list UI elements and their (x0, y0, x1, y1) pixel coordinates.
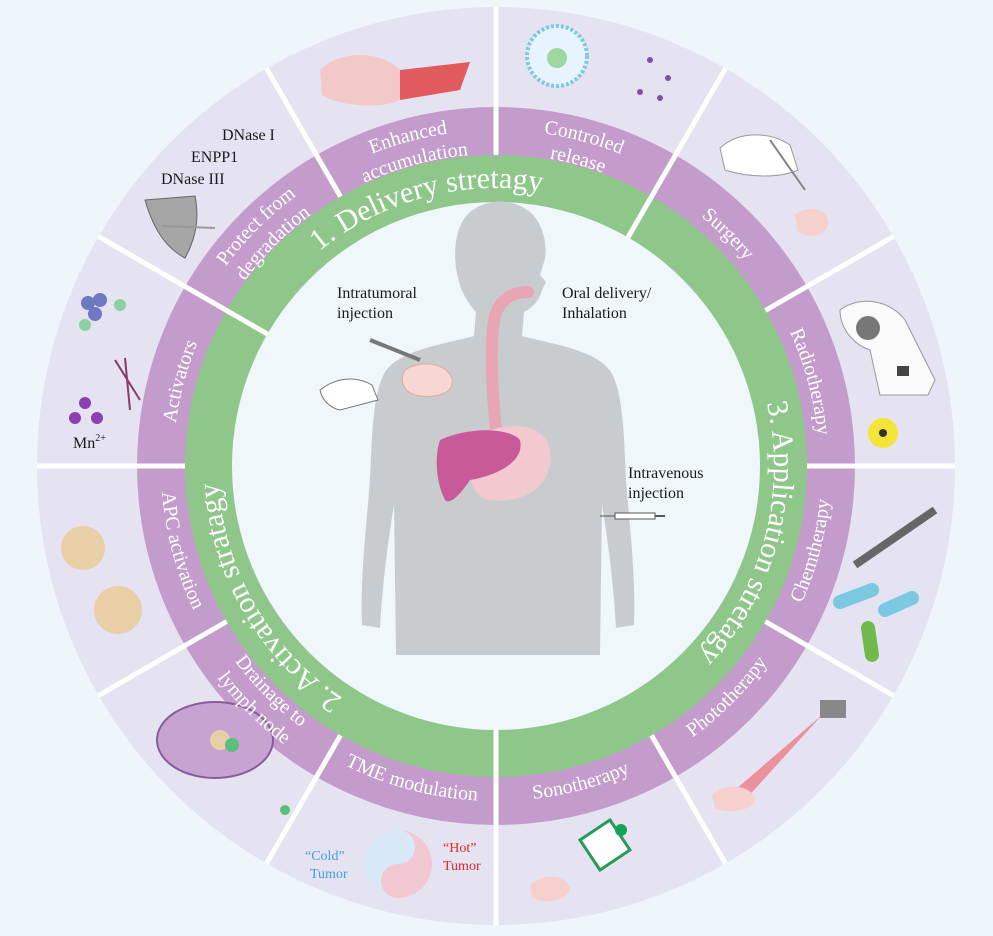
syringe-icon (852, 506, 938, 569)
radiotherapy-machine-icon (839, 300, 936, 396)
segment-divider (264, 67, 343, 198)
syringe-hand-icon (319, 338, 453, 411)
segment-divider (97, 234, 269, 337)
segment-divider (264, 734, 343, 865)
intravenous-injection-label: Intravenous injection (628, 465, 704, 502)
svg-text:Mn2+: Mn2+ (73, 433, 106, 452)
cold-hot-tumor-labels: “Cold” Tumor “Hot” Tumor (305, 841, 481, 882)
shield-icon (144, 195, 216, 259)
laser-icon (712, 700, 846, 812)
gloved-hand-scalpel-icon (719, 134, 829, 236)
digestive-tract (436, 286, 551, 502)
segment-divider (97, 619, 228, 698)
svg-text:DNase III: DNase III (161, 171, 225, 188)
cold-tumor-label: Tumor (310, 867, 348, 882)
enzyme-labels: DNase I ENPP1 DNase III (161, 127, 275, 188)
segment-divider (764, 619, 895, 698)
cold-hot-tumor-icon (364, 830, 432, 898)
svg-text:ENPP1: ENPP1 (191, 149, 238, 166)
svg-text:injection: injection (337, 305, 393, 322)
svg-text:Oral delivery/: Oral delivery/ (562, 285, 652, 302)
syringe-icon (600, 512, 665, 520)
hot-tumor-label: “Hot” (443, 841, 476, 856)
ultrasound-probe-icon (530, 817, 633, 902)
tumor-nanoparticle-icon (320, 55, 470, 106)
oral-delivery-label: Oral delivery/ Inhalation (562, 285, 652, 322)
segment-divider (649, 734, 728, 865)
svg-text:Inhalation: Inhalation (562, 305, 627, 322)
svg-text:DNase I: DNase I (222, 127, 275, 144)
hot-tumor-label: Tumor (443, 859, 481, 874)
lymph-node-icon (156, 701, 290, 815)
svg-text:Intravenous: Intravenous (628, 465, 704, 482)
cold-tumor-label: “Cold” (305, 849, 345, 864)
segment-divider (625, 67, 728, 239)
dendritic-cell-icon (61, 526, 142, 634)
svg-text:injection: injection (628, 485, 684, 502)
mn-ion-label: Mn2+ (73, 433, 106, 452)
nanoparticle-release-icon (525, 24, 671, 101)
sting-activator-icon (69, 293, 141, 424)
svg-text:Intratumoral: Intratumoral (337, 285, 418, 302)
intratumoral-injection-label: Intratumoral injection (337, 285, 418, 322)
radiation-hazard-icon (868, 418, 898, 448)
segment-divider (764, 234, 895, 313)
capsule-icon (833, 583, 919, 662)
